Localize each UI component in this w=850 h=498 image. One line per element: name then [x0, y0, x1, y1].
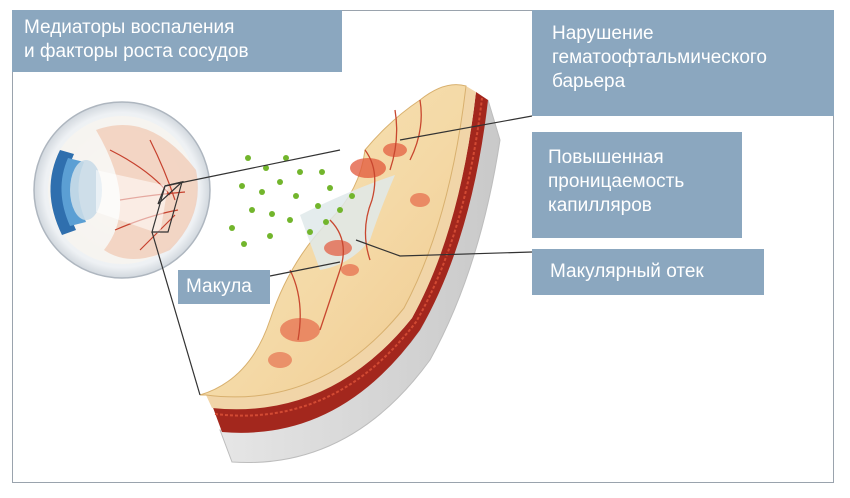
label-capillary-permeability: Повышенная проницаемость капилляров: [532, 132, 742, 238]
label-macular-edema: Макулярный отек: [532, 249, 764, 295]
eye-globe: [33, 101, 211, 279]
label-mediators: Медиаторы воспаления и факторы роста сос…: [12, 10, 342, 72]
connector-lines: [151, 115, 533, 396]
label-barrier-disruption: Нарушение гематоофтальмического барьера: [532, 10, 834, 116]
retina-slab: [199, 84, 501, 464]
mediator-particles: [229, 155, 355, 247]
label-macula: Макула: [178, 270, 270, 304]
